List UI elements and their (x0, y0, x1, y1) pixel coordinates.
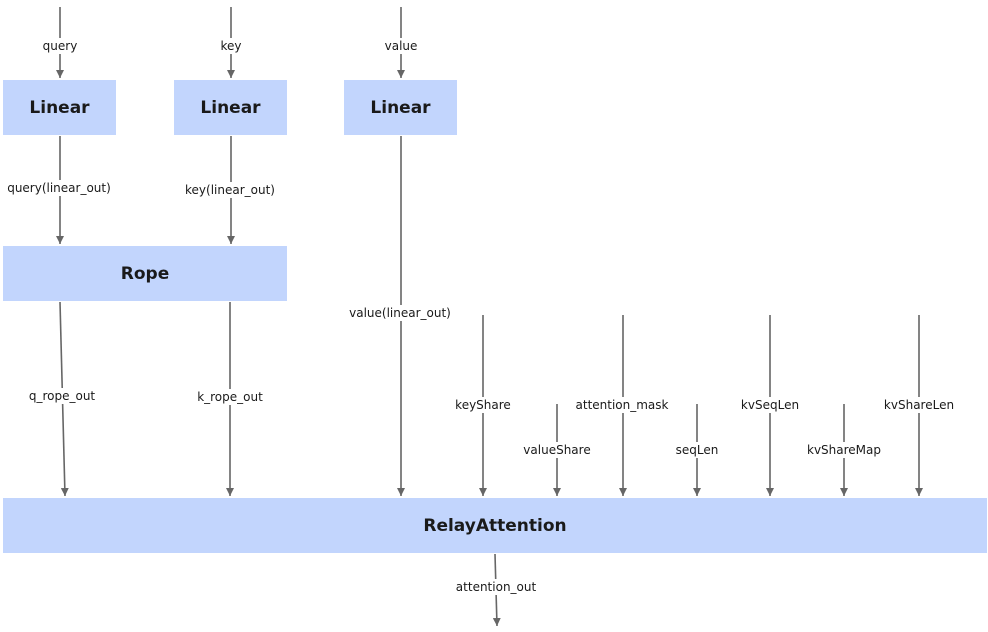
label-query-linear-out: query(linear_out) (5, 180, 113, 196)
label-key: key (218, 38, 244, 54)
label-seq-len: seqLen (673, 442, 721, 458)
label-kv-seq-len: kvSeqLen (738, 397, 802, 413)
label-value: value (382, 38, 420, 54)
relay-attention-node: RelayAttention (3, 498, 987, 553)
label-k-rope-out: k_rope_out (195, 389, 265, 405)
label-q-rope-out: q_rope_out (26, 388, 98, 404)
label-kv-share-map: kvShareMap (804, 442, 884, 458)
label-attention-mask: attention_mask (573, 397, 671, 413)
label-key-linear-out: key(linear_out) (183, 182, 277, 198)
linear-query-node: Linear (3, 80, 116, 135)
label-value-share: valueShare (521, 442, 593, 458)
label-kv-share-len: kvShareLen (881, 397, 957, 413)
label-attention-out: attention_out (453, 579, 539, 595)
linear-key-node: Linear (174, 80, 287, 135)
rope-node: Rope (3, 246, 287, 301)
label-value-linear-out: value(linear_out) (347, 305, 453, 321)
label-query: query (40, 38, 80, 54)
label-key-share: keyShare (453, 397, 513, 413)
linear-value-node: Linear (344, 80, 457, 135)
